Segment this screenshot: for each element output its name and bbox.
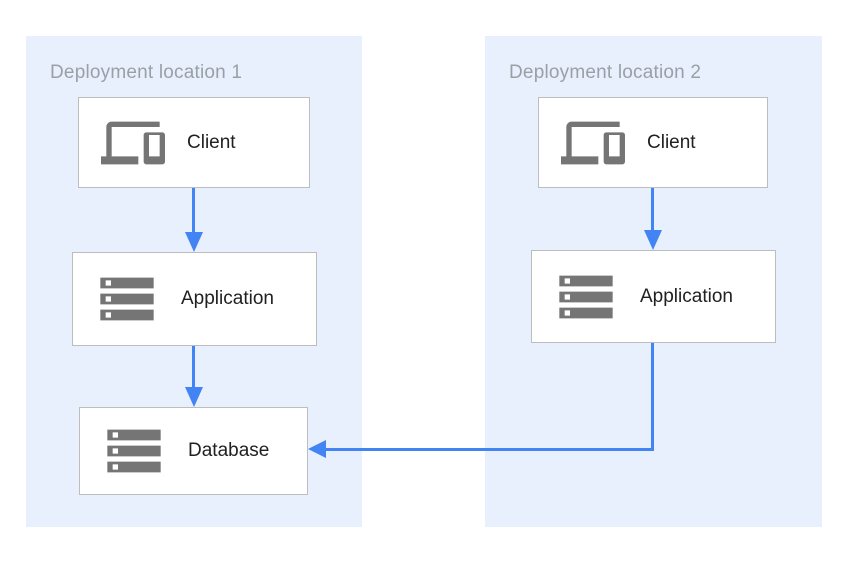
panel-deployment-location-1: Deployment location 1 Client Application… bbox=[26, 36, 362, 527]
arrow-application1-to-database1-line bbox=[192, 346, 195, 387]
panel-deployment-location-2: Deployment location 2 Client Application bbox=[485, 36, 822, 527]
node-application-2: Application bbox=[531, 250, 776, 343]
server-stack-icon bbox=[554, 265, 618, 329]
node-database-1: Database bbox=[79, 407, 308, 495]
server-stack-icon bbox=[95, 267, 159, 331]
panel-title-2: Deployment location 2 bbox=[509, 62, 702, 83]
node-label-database-1: Database bbox=[188, 440, 270, 461]
server-stack-icon bbox=[102, 419, 166, 483]
node-client-2: Client bbox=[538, 97, 768, 188]
arrow-client2-to-application2-head bbox=[644, 230, 662, 250]
arrow-client1-to-application1-line bbox=[192, 188, 195, 232]
arrow-client2-to-application2-line bbox=[651, 188, 654, 230]
panel-title-1: Deployment location 1 bbox=[50, 62, 243, 83]
node-label-application-1: Application bbox=[181, 288, 274, 309]
arrow-application2-to-database1-head bbox=[308, 440, 326, 458]
devices-icon bbox=[561, 111, 625, 175]
arrow-application1-to-database1-head bbox=[185, 387, 203, 407]
arrow-application2-to-database1-horizontal-line bbox=[326, 448, 654, 451]
arrow-application2-to-database1-vertical-line bbox=[651, 343, 654, 451]
node-label-client-1: Client bbox=[187, 131, 236, 153]
node-label-application-2: Application bbox=[640, 285, 733, 307]
node-label-client-2: Client bbox=[647, 131, 696, 153]
node-application-1: Application bbox=[72, 252, 317, 346]
node-client-1: Client bbox=[78, 97, 310, 188]
arrow-client1-to-application1-head bbox=[185, 232, 203, 252]
devices-icon bbox=[101, 111, 165, 175]
